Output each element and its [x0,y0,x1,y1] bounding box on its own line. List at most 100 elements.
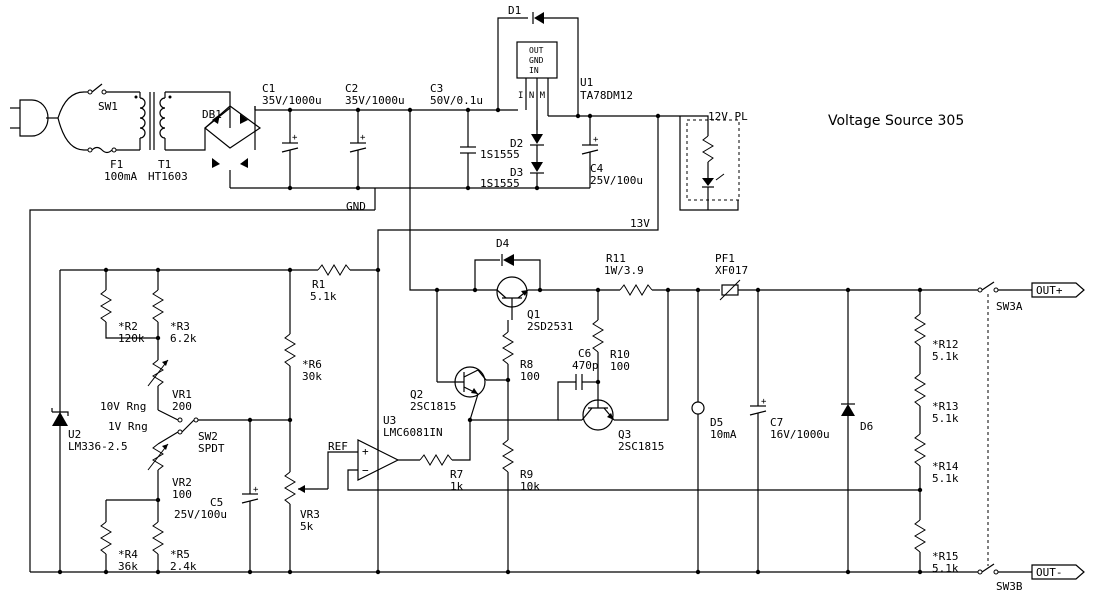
r2-label: *R2 [118,320,138,333]
c3-label: C3 [430,82,443,95]
sw2-value: SPDT [198,442,225,455]
out-minus-terminal: OUT- [1031,564,1085,580]
d1-label: D1 [508,4,521,17]
c6-capacitor [575,374,598,390]
diagram-title: Voltage Source 305 [828,113,964,129]
c6-value: 470p [572,359,599,372]
vr2-value: 100 [172,488,192,501]
c4-capacitor: + [581,116,599,188]
r1-value: 5.1k [310,290,337,303]
r13-resistor [914,373,926,434]
u2-label: U2 [68,428,81,441]
r1-label: R1 [312,278,325,291]
svg-text:+: + [593,135,599,145]
c5-value: 25V/100u [174,508,227,521]
c6-label: C6 [578,347,591,360]
f1-label: F1 [110,158,123,171]
vr1-value: 200 [172,400,192,413]
r10-value: 100 [610,360,630,373]
f1-fuse [84,146,140,154]
d6-diode [841,290,855,572]
u2-value: LM336-2.5 [68,440,128,453]
13v-net-label: 13V [630,217,650,230]
c4-value: 25V/100u [590,174,643,187]
q1-value: 2SD2531 [527,320,573,333]
svg-text:−: − [362,464,369,477]
u3-label: U3 [383,414,396,427]
u1-chip-text-3: IN [529,66,539,75]
r14-resistor [914,433,926,520]
r4-value: 36k [118,560,138,573]
power-plug-icon [10,91,85,151]
c3-value: 50V/0.1u [430,94,483,107]
d5-led-indicator [691,290,705,572]
u3-opamp: + − [357,430,400,481]
t1-value: HT1603 [148,170,188,183]
r2-value: 120k [118,332,145,345]
q2-value: 2SC1815 [410,400,456,413]
r12-label: *R12 [932,338,959,351]
c7-capacitor: + [749,290,767,572]
c7-value: 16V/1000u [770,428,830,441]
u2-reference-diode [51,408,69,426]
u1-label: U1 [580,76,593,89]
sw1-label: SW1 [98,100,118,113]
d3-value: 1S1555 [480,177,520,190]
gnd-net-label: GND [346,200,366,213]
r3-label: *R3 [170,320,190,333]
sw3b-label: SW3B [996,580,1023,593]
u3-value: LMC6081IN [383,426,443,439]
vr3-potentiometer [284,420,328,572]
r3-value: 6.2k [170,332,197,345]
d2-diode [530,120,544,146]
d2-value: 1S1555 [480,148,520,161]
r13-label: *R13 [932,400,959,413]
r6-value: 30k [302,370,322,383]
c2-capacitor: + [349,110,367,188]
q3-label: Q3 [618,428,631,441]
sw2-label: SW2 [198,430,218,443]
svg-text:+: + [360,133,366,143]
d6-label: D6 [860,420,873,433]
out-plus-label: OUT+ [1036,284,1063,297]
c1-label: C1 [262,82,275,95]
pf1-polyfuse [719,279,741,301]
svg-text:+: + [761,397,767,407]
r15-value: 5.1k [932,562,959,575]
c1-value: 35V/1000u [262,94,322,107]
c1-capacitor: + [281,110,299,188]
sw3a-switch [977,281,1032,293]
r9-label: R9 [520,468,533,481]
sw2-pos-b-label: 1V Rng [108,420,148,433]
t1-label: T1 [158,158,171,171]
r9-value: 10k [520,480,540,493]
d4-label: D4 [496,237,510,250]
r4-label: *R4 [118,548,138,561]
out-plus-terminal: OUT+ [1031,282,1085,298]
r6-label: *R6 [302,358,322,371]
c2-value: 35V/1000u [345,94,405,107]
db1-bridge-rectifier [204,105,262,188]
u1-chip-text-1: OUT [529,46,544,55]
d1-diode [532,12,544,24]
sw1-switch [84,83,140,95]
c4-label: C4 [590,162,604,175]
vr1-label: VR1 [172,388,192,401]
r7-label: R7 [450,468,463,481]
c5-capacitor: + [241,420,259,572]
c3-capacitor [460,110,476,188]
f1-value: 100mA [104,170,137,183]
d4-diode [501,254,514,266]
r14-value: 5.1k [932,472,959,485]
r15-resistor [914,519,926,572]
ref-net-label: REF [328,440,348,453]
r5-label: *R5 [170,548,190,561]
u1-chip-text-2: GND [529,56,544,65]
q1-label: Q1 [527,308,540,321]
t1-transformer [134,92,172,150]
pl-label: 12V PL [708,110,748,123]
r11-value: 1W/3.9 [604,264,644,277]
r8-value: 100 [520,370,540,383]
u1-value: TA78DM12 [580,89,633,102]
q2-transistor [437,366,487,421]
